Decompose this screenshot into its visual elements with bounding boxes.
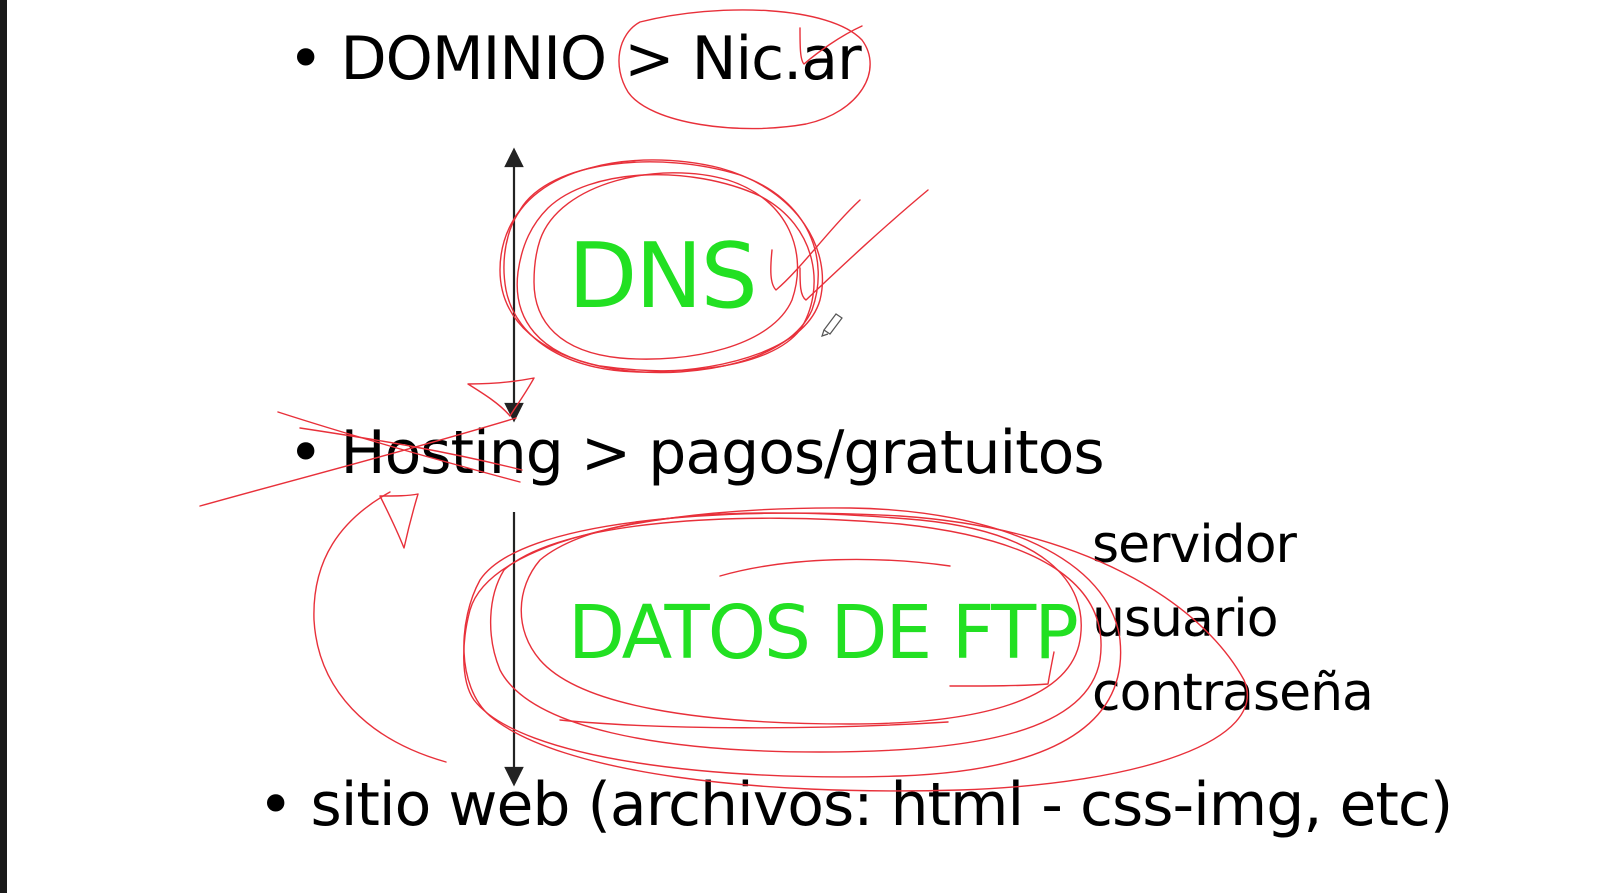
bullet-sitio-web: • sitio web (archivos: html - css-img, e… — [258, 770, 1453, 840]
arrow-dns-to-hosting — [504, 147, 524, 423]
ftp-field-servidor: servidor — [1092, 515, 1297, 575]
ink-check-dns-2 — [799, 189, 929, 301]
bullet-dominio: • DOMINIO > Nic.ar — [288, 24, 862, 94]
window-edge — [0, 0, 7, 893]
ink-curved-arrow-left — [313, 491, 447, 763]
ftp-field-usuario: usuario — [1092, 589, 1279, 649]
ink-arrowhead-hosting-bottom — [379, 493, 419, 549]
ink-arrowhead-hosting-top — [467, 377, 535, 417]
arrow-hosting-to-sitio — [504, 512, 524, 787]
ink-stroke-ftp-under — [559, 719, 949, 729]
pen-cursor-icon — [821, 313, 843, 337]
ink-stroke-ftp-top — [719, 558, 951, 577]
ftp-label: DATOS DE FTP — [568, 590, 1079, 676]
bullet-hosting: • Hosting > pagos/gratuitos — [288, 418, 1105, 488]
dns-label: DNS — [568, 224, 758, 329]
ink-check-dns — [770, 199, 861, 291]
ftp-field-contrasena: contraseña — [1092, 663, 1374, 723]
